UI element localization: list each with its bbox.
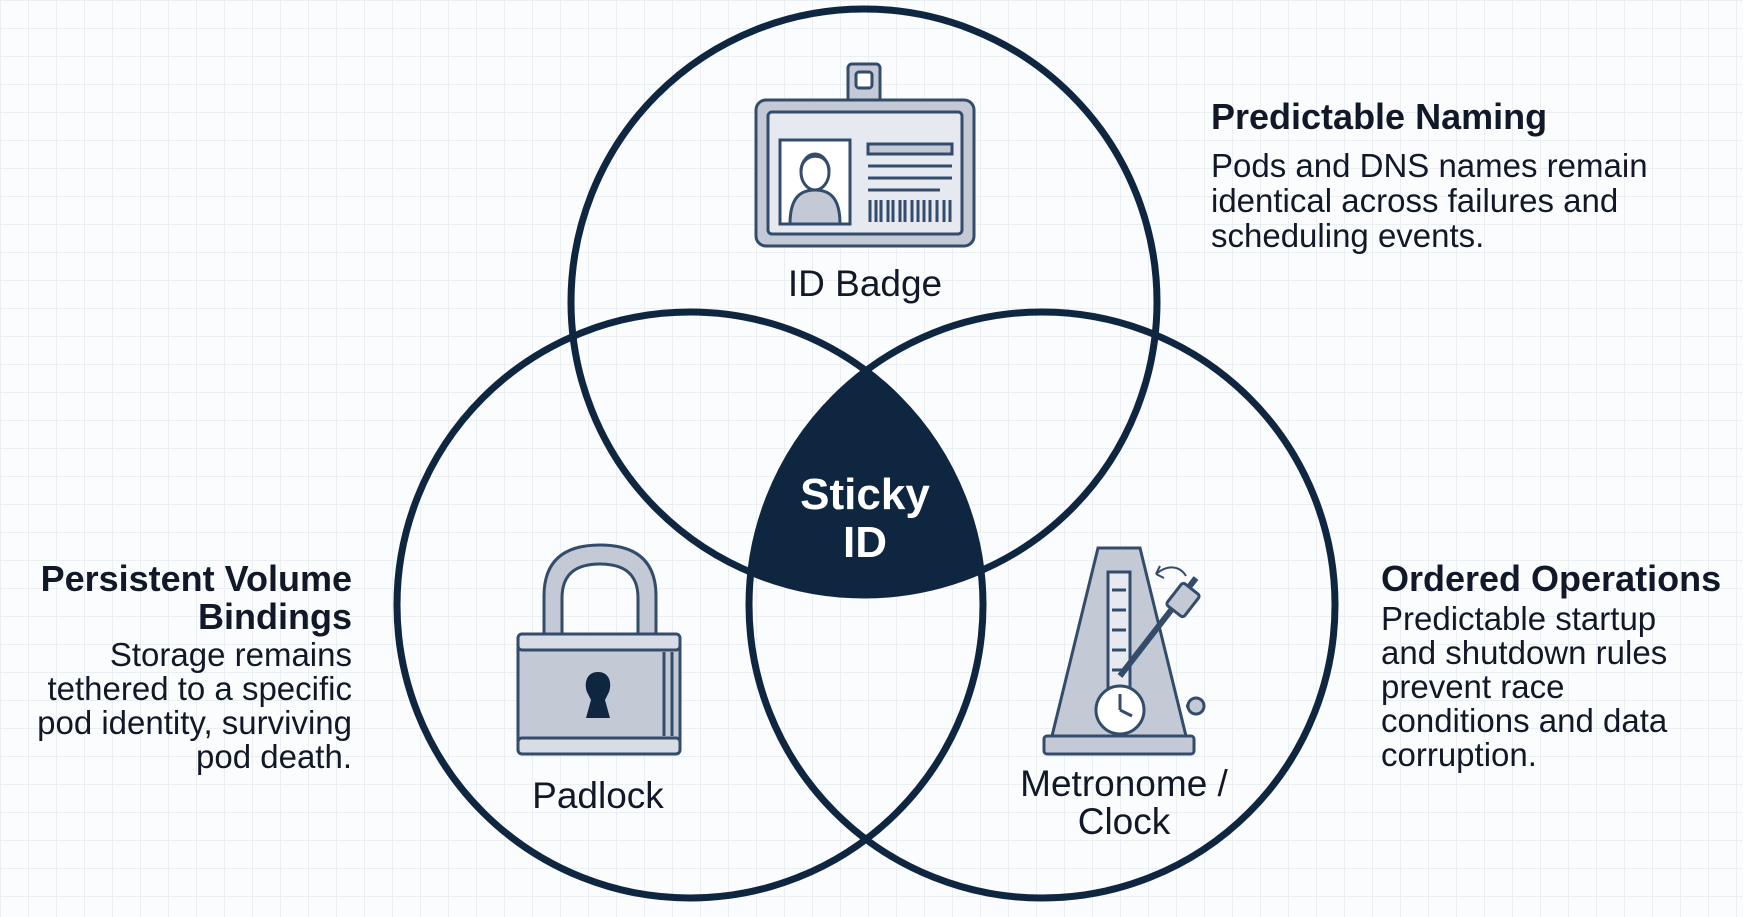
padlock-icon (516, 543, 682, 756)
persistent-volume-body-line: pod death. (196, 738, 352, 775)
predictable-naming-annotation: Predictable Naming Pods and DNS names re… (1211, 96, 1711, 254)
center-intersection-region (749, 312, 983, 595)
metronome-label-line2: Clock (1078, 801, 1171, 842)
persistent-volume-title-line: Persistent Volume (40, 558, 352, 599)
predictable-naming-body-line: identical across failures and (1211, 182, 1619, 219)
predictable-naming-title: Predictable Naming (1211, 96, 1548, 137)
persistent-volume-body-line: tethered to a specific (47, 670, 352, 707)
circle-right-outline (745, 308, 1339, 902)
ordered-operations-annotation: Ordered Operations Predictable startup a… (1381, 560, 1741, 772)
persistent-volume-title-line: Bindings (198, 596, 352, 637)
metronome-icon (1042, 546, 1206, 756)
id-badge-icon (754, 62, 976, 248)
padlock-label: Padlock (532, 775, 664, 816)
persistent-volume-body-line: Storage remains (109, 636, 352, 673)
persistent-volume-annotation: Persistent Volume Bindings Storage remai… (4, 560, 352, 774)
ordered-operations-body-line: and shutdown rules (1381, 634, 1668, 671)
ordered-operations-body-line: prevent race (1381, 668, 1565, 705)
predictable-naming-body-line: scheduling events. (1211, 217, 1485, 254)
center-label-line1: Sticky (800, 470, 930, 519)
metronome-label-line1: Metronome / (1020, 763, 1228, 804)
ordered-operations-body-line: conditions and data (1381, 702, 1668, 739)
ordered-operations-body-line: corruption. (1381, 736, 1537, 773)
center-label-line2: ID (843, 518, 887, 567)
barcode-mark (868, 200, 952, 222)
predictable-naming-body-line: Pods and DNS names remain (1211, 147, 1648, 184)
ordered-operations-body-line: Predictable startup (1381, 600, 1657, 637)
id-badge-label: ID Badge (788, 263, 942, 304)
circle-top-outline (567, 5, 1161, 599)
persistent-volume-body-line: pod identity, surviving (37, 704, 352, 741)
circle-left-outline (393, 308, 987, 902)
ordered-operations-title: Ordered Operations (1381, 558, 1722, 599)
